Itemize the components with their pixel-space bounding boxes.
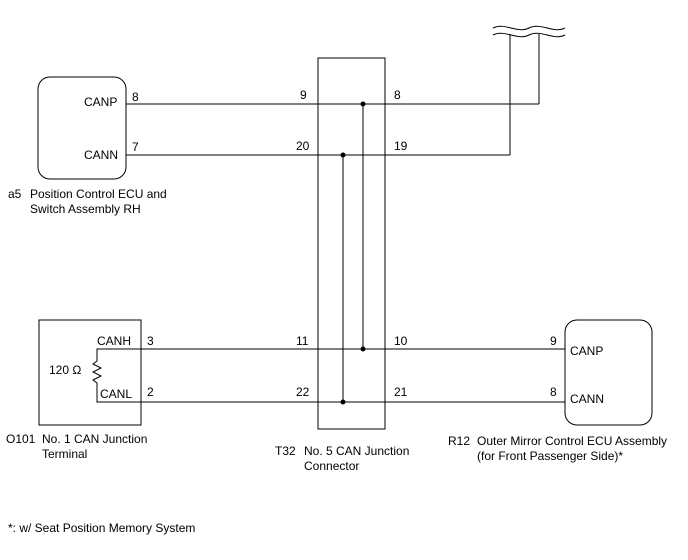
a5-canp-pin: 8 xyxy=(132,90,139,104)
wire-break-icon xyxy=(492,25,566,38)
t32-code: T32 xyxy=(275,444,296,458)
t32-pin-22: 22 xyxy=(296,385,310,399)
junction-dot xyxy=(360,346,366,352)
o101-code: O101 xyxy=(6,432,36,446)
r12-name-line2: (for Front Passenger Side)* xyxy=(477,449,623,463)
t32-pin-21: 21 xyxy=(394,385,408,399)
a5-name-line2: Switch Assembly RH xyxy=(30,202,141,216)
r12-canp-label: CANP xyxy=(570,344,603,358)
t32-name-line2: Connector xyxy=(304,459,359,473)
junction-dot xyxy=(340,152,346,158)
a5-cann-pin: 7 xyxy=(132,140,139,154)
t32-pin-9: 9 xyxy=(300,88,307,102)
a5-cann-label: CANN xyxy=(84,148,118,162)
o101-canh-pin: 3 xyxy=(147,334,154,348)
o101-canl-label: CANL xyxy=(100,387,132,401)
a5-code: a5 xyxy=(8,187,22,201)
o101-resistor-label: 120 Ω xyxy=(49,363,81,377)
a5-name-line1: Position Control ECU and xyxy=(30,187,167,201)
o101-canl-pin: 2 xyxy=(147,385,154,399)
r12-cann-label: CANN xyxy=(570,392,604,406)
a5-ecu-box xyxy=(37,76,127,180)
o101-name-line1: No. 1 CAN Junction xyxy=(42,432,147,446)
t32-pin-10: 10 xyxy=(394,334,408,348)
r12-canp-pin: 9 xyxy=(550,334,557,348)
resistor-icon xyxy=(91,348,141,403)
r12-code: R12 xyxy=(448,434,470,448)
t32-pin-11: 11 xyxy=(296,334,309,348)
t32-pin-19: 19 xyxy=(394,139,408,153)
junction-dot xyxy=(340,399,346,405)
t32-pin-8: 8 xyxy=(394,88,401,102)
footnote: *: w/ Seat Position Memory System xyxy=(8,521,195,535)
r12-ecu-box xyxy=(564,319,653,426)
o101-canh-label: CANH xyxy=(97,334,131,348)
junction-dot xyxy=(360,101,366,107)
o101-name-line2: Terminal xyxy=(42,447,87,461)
r12-cann-pin: 8 xyxy=(550,385,557,399)
t32-connector-box xyxy=(317,57,386,430)
t32-name-line1: No. 5 CAN Junction xyxy=(304,444,409,458)
o101-junction-box xyxy=(38,319,142,426)
t32-pin-20: 20 xyxy=(296,139,310,153)
a5-canp-label: CANP xyxy=(84,95,117,109)
r12-name-line1: Outer Mirror Control ECU Assembly xyxy=(477,434,667,448)
